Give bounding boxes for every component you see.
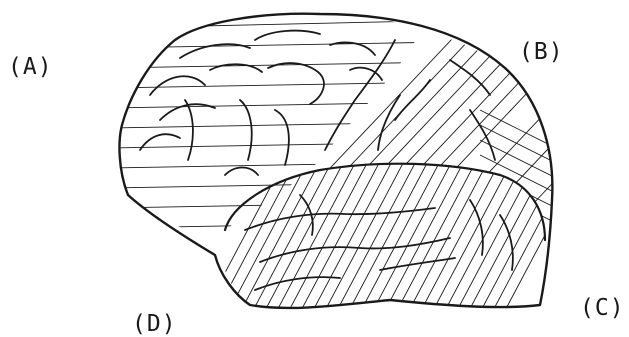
parietal-lobe-hatching (300, 20, 629, 260)
frontal-gyri (140, 31, 382, 175)
occipital-lobe-hatching (480, 110, 560, 225)
frontal-lobe-hatching (110, 18, 560, 228)
brain-outline (120, 14, 553, 308)
